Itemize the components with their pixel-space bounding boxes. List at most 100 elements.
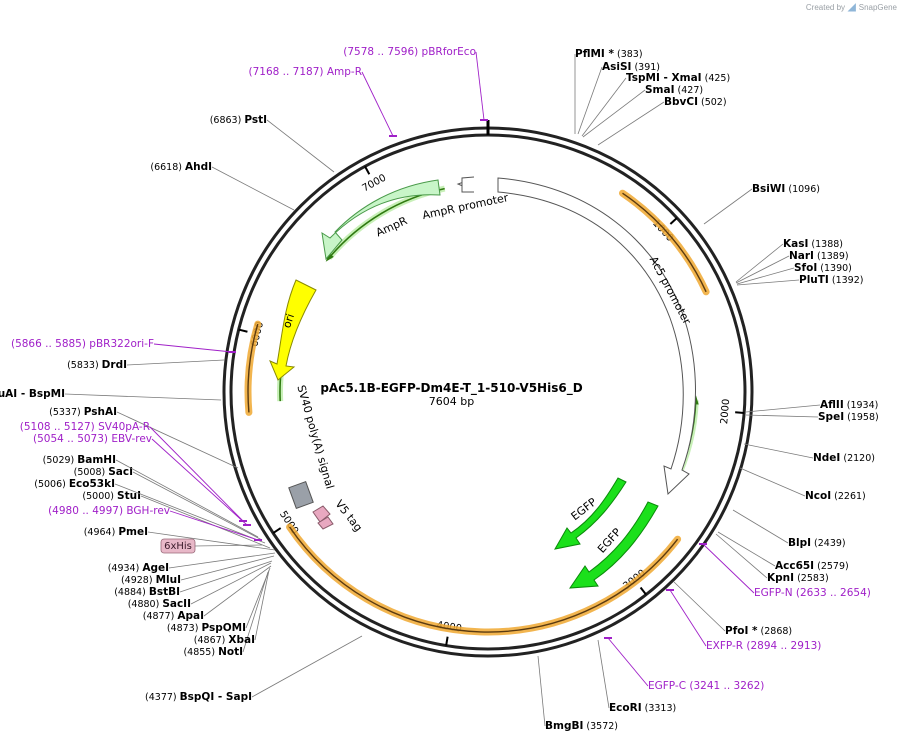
site-leader-line	[203, 565, 272, 617]
tick-mark	[735, 411, 745, 414]
primer-egfp-n: EGFP-N (2633 .. 2654)	[699, 543, 871, 599]
site-leader-line	[114, 483, 266, 544]
restriction-site-bstbi: (4884) BstBI	[114, 560, 273, 598]
site-label: BlpI (2439)	[788, 537, 846, 549]
site-label: NarI (1389)	[789, 250, 849, 262]
site-label: (5006) Eco53kI	[34, 478, 115, 490]
site-label: (4377) BspQI - SapI	[145, 691, 252, 703]
restriction-site-pspomi: (4873) PspOMI	[167, 567, 271, 634]
restriction-site-nari: NarI (1389)	[735, 250, 849, 284]
site-label: KpnI (2583)	[767, 572, 829, 584]
primer-exfp-r: EXFP-R (2894 .. 2913)	[666, 589, 821, 652]
orf-arc-c	[247, 323, 259, 413]
restriction-site-sacii: (4880) SacII	[128, 562, 272, 610]
plasmid-length: 7604 bp	[428, 395, 475, 408]
tick-mark	[669, 217, 678, 225]
site-leader-line	[581, 77, 627, 137]
site-label: PluTI (1392)	[799, 274, 863, 286]
restriction-site-xbai: (4867) XbaI	[194, 569, 270, 646]
site-leader-line	[597, 101, 665, 146]
primer-pbrforeco: (7578 .. 7596) pBRforEco	[343, 46, 488, 121]
tick-label: 7000	[361, 173, 389, 195]
site-leader-line	[147, 531, 276, 551]
site-leader-line	[715, 533, 768, 579]
restriction-site-pfoi: PfoI * (2868)	[673, 581, 792, 637]
site-leader-line	[537, 655, 546, 727]
restriction-site-sfoi: SfoI (1390)	[736, 262, 852, 285]
brand-name: SnapGene	[858, 3, 897, 12]
site-leader-line	[597, 639, 610, 709]
primer-amp-r: (7168 .. 7187) Amp-R	[249, 66, 397, 137]
tick-mark	[238, 328, 248, 333]
ampr-promoter-shape	[461, 176, 475, 193]
restriction-site-bamhi: (5029) BamHI	[43, 454, 259, 538]
site-leader-line	[254, 569, 270, 641]
restriction-site-mlui: (4928) MluI	[121, 555, 275, 586]
restriction-site-bbvci: BbvCI (502)	[597, 96, 727, 146]
primer-label: (5108 .. 5127) SV40pA-R	[20, 421, 150, 433]
v5-tag-label: V5 tag	[333, 498, 365, 534]
site-leader-line	[577, 66, 603, 135]
site-label: (4934) AgeI	[108, 562, 169, 574]
primer-leader-line	[169, 510, 259, 541]
ori-label: ori	[280, 312, 297, 330]
primer-pbr322ori-f: (5866 .. 5885) pBR322ori-F	[11, 338, 236, 353]
primer-sv40pa-r: (5108 .. 5127) SV40pA-R	[20, 421, 247, 522]
site-label: SfoI (1390)	[794, 262, 852, 274]
brand-prefix: Created by	[805, 3, 846, 12]
site-leader-line	[582, 89, 646, 138]
orf-arc-b	[289, 526, 679, 633]
site-leader-line	[116, 411, 239, 469]
site-label: PflMI * (383)	[575, 48, 643, 60]
restriction-site-spei: SpeI (1958)	[745, 411, 879, 423]
restriction-site-ecori: EcoRI (3313)	[597, 639, 676, 714]
site-leader-line	[126, 359, 225, 366]
site-label: (4877) ApaI	[143, 610, 204, 622]
restriction-site-bmgbi: BmgBI (3572)	[537, 655, 618, 732]
ampr-feature-arrow	[321, 179, 441, 261]
site-leader-line	[179, 560, 273, 593]
restriction-site-acc65i: Acc65I (2579)	[717, 531, 849, 572]
primer-leader-line	[149, 426, 244, 522]
site-leader-line	[735, 255, 790, 284]
ori-feature-arrow	[269, 279, 317, 381]
restriction-site-pmei: (4964) PmeI	[84, 526, 276, 551]
site-label: NdeI (2120)	[813, 452, 875, 464]
primer-label: (5054 .. 5073) EBV-rev	[33, 433, 152, 445]
restriction-site-agei: (4934) AgeI	[108, 552, 276, 574]
restriction-site-pflmi: PflMI * (383)	[574, 48, 643, 134]
restriction-site-smai: SmaI (427)	[582, 84, 703, 138]
site-label: (5833) DrdI	[67, 359, 127, 371]
egfp-feature-arrow-1	[554, 477, 627, 550]
site-label: (4855) NotI	[183, 646, 243, 658]
restriction-site-ndei: NdeI (2120)	[743, 443, 875, 464]
site-leader-line	[140, 495, 271, 549]
primer-leader-line	[607, 637, 649, 687]
his-tag-badge: 6xHis	[160, 538, 263, 554]
orf-arc-a	[622, 192, 707, 293]
site-leader-line	[242, 571, 269, 653]
restriction-site-bsiwi: BsiWI (1096)	[703, 183, 820, 225]
primer-label: (7168 .. 7187) Amp-R	[249, 66, 363, 78]
site-label: BmgBI (3572)	[545, 720, 618, 732]
primer-label: EXFP-R (2894 .. 2913)	[706, 640, 821, 652]
site-label: NcoI (2261)	[805, 490, 866, 502]
restriction-site-saci: (5008) SacI	[74, 466, 263, 541]
v5-tag-shape	[312, 505, 331, 523]
site-label: EcoRI (3313)	[609, 702, 676, 714]
site-leader-line	[211, 166, 295, 211]
brand: Created by ◢ SnapGene	[806, 2, 897, 13]
site-label: Acc65I (2579)	[775, 560, 849, 572]
tick-mark	[364, 165, 371, 175]
site-label: (5029) BamHI	[43, 454, 116, 466]
restriction-site-ahdi: (6618) AhdI	[150, 161, 295, 211]
primer-leader-line	[153, 343, 233, 353]
site-label: (5000) StuI	[82, 490, 141, 502]
site-label: (4873) PspOMI	[167, 622, 246, 634]
site-label: SpeI (1958)	[818, 411, 879, 423]
restriction-site-bfuai: (5675) BfuAI - BspMI	[0, 388, 222, 401]
primer-leader-line	[361, 71, 394, 137]
site-label: (4964) PmeI	[84, 526, 148, 538]
